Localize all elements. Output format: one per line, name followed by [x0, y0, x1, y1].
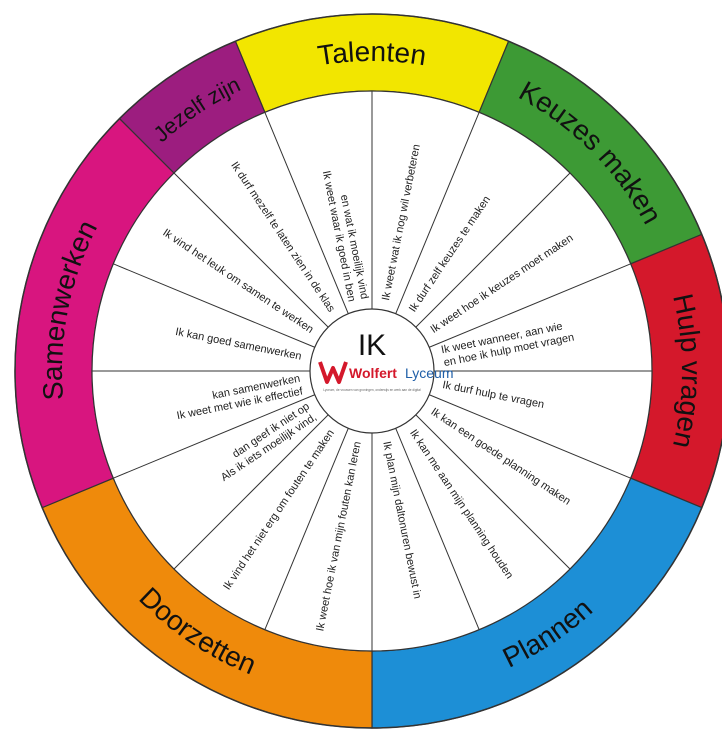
- spoke-line: [113, 394, 315, 479]
- logo-brand: Wolfert: [349, 365, 397, 381]
- spoke-line: [415, 172, 571, 328]
- center-title: IK: [358, 329, 386, 362]
- logo-mark-icon: [318, 361, 348, 384]
- segment-label-talenten: Talenten: [316, 36, 429, 71]
- center-disc: IK Wolfert Lyceum Lyceum, de vrouwen van…: [309, 308, 454, 434]
- spoke-line: [264, 112, 349, 314]
- logo-name: Lyceum: [405, 365, 454, 381]
- spoke-line: [415, 414, 571, 570]
- spoke-line: [113, 263, 315, 348]
- spoke-line: [173, 172, 329, 328]
- spoke-line: [173, 414, 329, 570]
- wolfert-logo: Wolfert Lyceum Lyceum, de vrouwen van gr…: [318, 361, 454, 392]
- spoke-line: [395, 428, 480, 630]
- spokes: [92, 91, 652, 651]
- spoke-line: [395, 112, 480, 314]
- logo-tagline: Lyceum, de vrouwen van groningen, onderw…: [323, 388, 421, 392]
- spoke-line: [264, 428, 349, 630]
- spoke-line: [429, 263, 631, 348]
- spoke-line: [429, 394, 631, 479]
